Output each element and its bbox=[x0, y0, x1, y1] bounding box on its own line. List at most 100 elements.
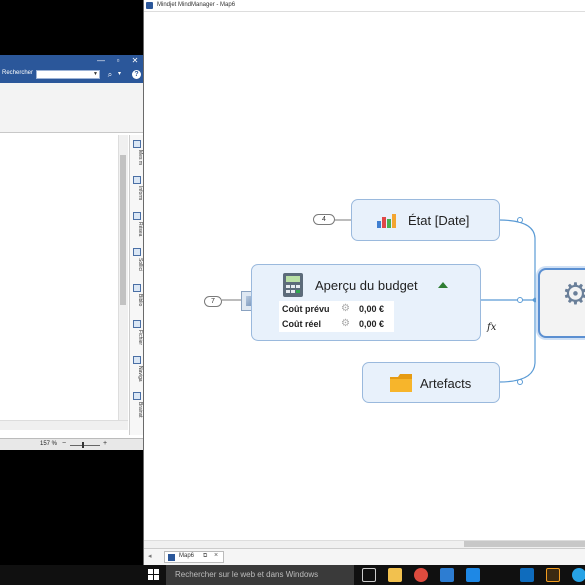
collapse-arrow-icon[interactable] bbox=[438, 282, 448, 288]
horizontal-scrollbar[interactable] bbox=[144, 540, 585, 548]
file-explorer-icon[interactable] bbox=[388, 568, 402, 582]
windows-start-button[interactable] bbox=[148, 569, 160, 581]
zoom-in-button[interactable]: + bbox=[103, 440, 108, 447]
side-tab-bibliotheque[interactable]: Biblio bbox=[130, 283, 144, 315]
properties-table: Coût prévu ⚙ 0,00 € Coût réel ⚙ 0,00 € bbox=[279, 301, 394, 332]
task-icon bbox=[133, 248, 141, 256]
chevron-down-icon[interactable]: ▾ bbox=[118, 71, 122, 77]
side-tab-label: Résea bbox=[137, 222, 143, 237]
help-icon[interactable]: ? bbox=[132, 70, 141, 79]
left-titlebar: — ▫ ✕ bbox=[0, 55, 143, 67]
property-value: 0,00 € bbox=[359, 304, 385, 314]
side-tab-label: Biblio bbox=[137, 294, 143, 307]
gear-icon: ⚙ bbox=[341, 303, 350, 314]
map-canvas[interactable]: 4 État [Date] 7 bbox=[144, 13, 585, 540]
side-tab-fichiers[interactable]: Fichier bbox=[130, 319, 144, 351]
binoculars-icon[interactable]: ⌕ bbox=[107, 70, 113, 79]
mindmanager-window: Mindjet MindManager - Map6 4 bbox=[143, 0, 585, 565]
horizontal-scrollbar[interactable] bbox=[0, 420, 128, 430]
minimize-button[interactable]: — bbox=[97, 56, 105, 65]
lightbulb-icon bbox=[133, 392, 141, 400]
map-icon bbox=[168, 554, 175, 561]
side-tab-label: Mes m bbox=[137, 150, 143, 165]
tab-label: Map6 bbox=[179, 553, 195, 559]
taskbar: Rechercher sur le web et dans Windows bbox=[0, 565, 585, 585]
collapsed-count-badge[interactable]: 7 bbox=[204, 296, 222, 307]
search-input[interactable] bbox=[36, 70, 100, 79]
window-title: Mindjet MindManager - Map6 bbox=[157, 2, 236, 8]
calculator-icon bbox=[283, 273, 303, 297]
library-icon bbox=[133, 284, 141, 292]
side-tab-reseau[interactable]: Résea bbox=[130, 211, 144, 243]
search-placeholder: Rechercher sur le web et dans Windows bbox=[175, 570, 319, 579]
bar-chart-icon bbox=[377, 214, 396, 228]
horizontal-scroll-thumb[interactable] bbox=[464, 541, 585, 547]
collapsed-count-badge[interactable]: 4 bbox=[313, 214, 335, 225]
zoom-slider[interactable] bbox=[70, 445, 100, 446]
property-value: 0,00 € bbox=[359, 319, 385, 329]
vertical-scroll-thumb[interactable] bbox=[120, 155, 126, 305]
left-document-window: — ▫ ✕ Rechercher ▼ ⌕ ▾ ? Mes m Inform bbox=[0, 55, 143, 450]
taskbar-search-box[interactable]: Rechercher sur le web et dans Windows bbox=[166, 565, 354, 585]
info-icon bbox=[133, 176, 141, 184]
folder-icon bbox=[390, 374, 412, 392]
formula-icon[interactable]: fx bbox=[487, 322, 497, 333]
document-area[interactable] bbox=[0, 135, 118, 420]
connector-lines bbox=[222, 217, 538, 385]
side-tab-label: Inform bbox=[137, 186, 143, 201]
central-topic[interactable]: ⚙ bbox=[538, 268, 585, 338]
topic-label: État [Date] bbox=[408, 213, 470, 228]
status-bar: 157 % − + bbox=[0, 438, 143, 450]
map-icon bbox=[133, 140, 141, 148]
tab-map6[interactable]: Map6 ⧉ × bbox=[164, 551, 224, 563]
document-tab-bar: ◂ Map6 ⧉ × bbox=[144, 548, 585, 565]
restore-button[interactable]: ▫ bbox=[116, 56, 120, 65]
folder-icon bbox=[133, 320, 141, 328]
topic-artefacts[interactable]: Artefacts bbox=[362, 362, 500, 403]
zoom-level: 157 % bbox=[40, 441, 58, 447]
store-icon[interactable] bbox=[466, 568, 480, 582]
outlook-icon[interactable] bbox=[520, 568, 534, 582]
skype-icon[interactable] bbox=[572, 568, 585, 582]
side-tab-informations[interactable]: Inform bbox=[130, 175, 144, 207]
close-button[interactable]: ✕ bbox=[131, 56, 139, 65]
property-row[interactable]: Coût prévu ⚙ 0,00 € bbox=[279, 302, 394, 316]
property-name: Coût réel bbox=[282, 319, 322, 329]
search-dropdown-icon[interactable]: ▼ bbox=[93, 71, 98, 77]
left-ribbon: Rechercher ▼ ⌕ ▾ ? bbox=[0, 67, 143, 83]
edge-icon[interactable] bbox=[440, 568, 454, 582]
side-tab-sollicitations[interactable]: Sollici bbox=[130, 247, 144, 279]
gear-icon: ⚙ bbox=[341, 318, 350, 329]
side-tab-label: Fichier bbox=[137, 330, 143, 346]
side-tab-brainstorming[interactable]: Brainst bbox=[130, 391, 144, 423]
chrome-icon[interactable] bbox=[414, 568, 428, 582]
tab-close-button[interactable]: × bbox=[214, 552, 219, 559]
mindmanager-app-icon bbox=[146, 2, 153, 9]
side-tab-navigateur[interactable]: Naviga bbox=[130, 355, 144, 387]
windows-logo-icon bbox=[154, 575, 159, 580]
zoom-slider-handle[interactable] bbox=[82, 442, 84, 448]
gear-icon: ⚙ bbox=[562, 278, 585, 311]
topic-etat[interactable]: État [Date] bbox=[351, 199, 500, 241]
side-tab-label: Naviga bbox=[137, 366, 143, 382]
side-tab-label: Sollici bbox=[137, 258, 143, 272]
mindmanager-titlebar: Mindjet MindManager - Map6 bbox=[144, 0, 585, 12]
pin-icon[interactable]: ⧉ bbox=[203, 553, 208, 559]
ribbon-area bbox=[0, 83, 143, 133]
illustrator-icon[interactable] bbox=[546, 568, 560, 582]
property-name: Coût prévu bbox=[282, 304, 330, 314]
task-view-icon[interactable] bbox=[362, 568, 376, 582]
topic-label: Aperçu du budget bbox=[315, 278, 418, 293]
property-row[interactable]: Coût réel ⚙ 0,00 € bbox=[279, 317, 394, 331]
windows-logo-icon bbox=[148, 569, 153, 574]
side-tab-mes-mappes[interactable]: Mes m bbox=[130, 139, 144, 171]
zoom-out-button[interactable]: − bbox=[62, 440, 67, 447]
topic-budget[interactable]: Aperçu du budget Coût prévu ⚙ 0,00 € Coû… bbox=[251, 264, 481, 341]
navigator-icon bbox=[133, 356, 141, 364]
windows-logo-icon bbox=[154, 569, 159, 574]
scroll-tabs-left-icon[interactable]: ◂ bbox=[148, 553, 152, 560]
windows-logo-icon bbox=[148, 575, 153, 580]
side-tab-label: Brainst bbox=[137, 402, 143, 418]
search-label: Rechercher bbox=[2, 70, 34, 76]
